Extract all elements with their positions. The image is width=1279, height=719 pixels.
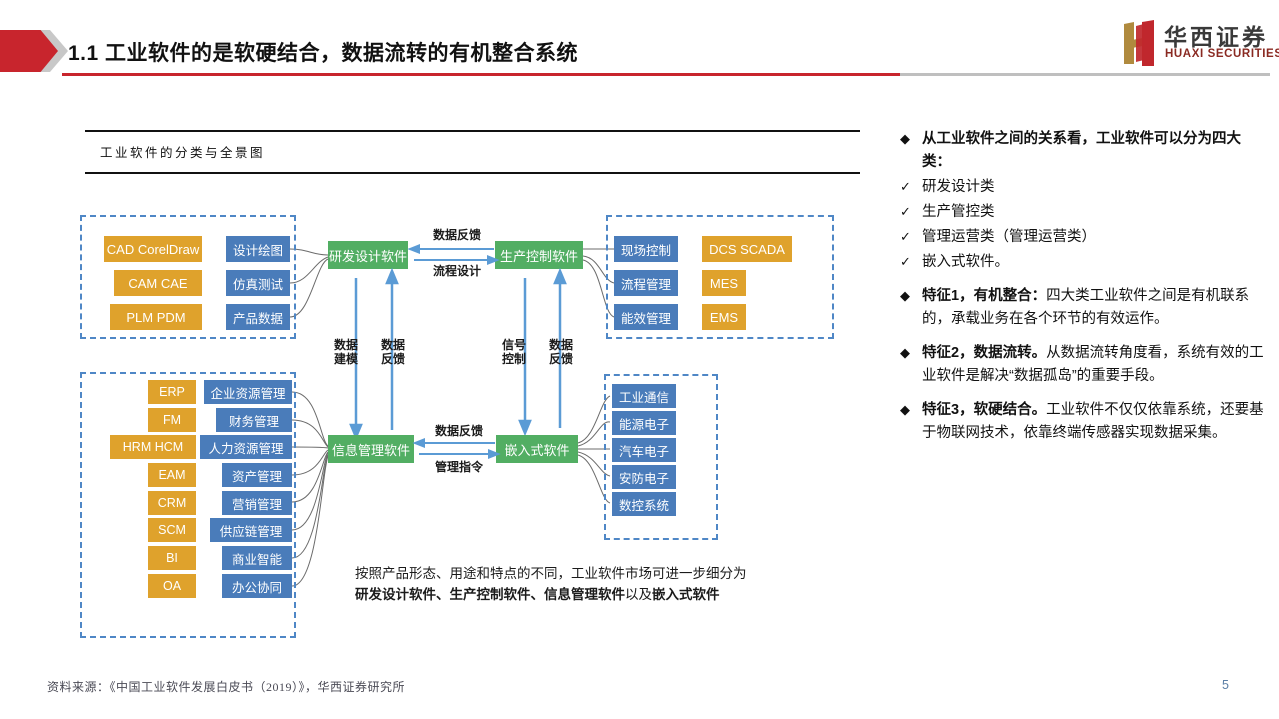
func-simulation-test: 仿真测试	[226, 270, 290, 296]
func-product-data: 产品数据	[226, 304, 290, 330]
check-icon: ✓	[900, 254, 911, 269]
func-marketing-management: 营销管理	[222, 491, 292, 515]
label-management-command: 管理指令	[434, 460, 483, 474]
panel-check-row: ✓ 生产管控类	[900, 201, 1265, 224]
func-hr-management: 人力资源管理	[200, 435, 292, 459]
tag-bi: BI	[148, 546, 196, 570]
panel-feature-2-bold: 特征2，数据流转。	[922, 345, 1047, 361]
panel-block-feature-3: ◆ 特征3，软硬结合。工业软件不仅仅依靠系统，还要基于物联网技术，依靠终端传感器…	[900, 399, 1265, 445]
func-automotive-electronics: 汽车电子	[612, 438, 676, 462]
group-rd-design-boundary	[80, 215, 296, 339]
figure-rule-bottom	[85, 172, 860, 174]
tag-mes: MES	[702, 270, 746, 296]
func-enterprise-resource-management: 企业资源管理	[204, 380, 292, 404]
tag-plm-pdm: PLM PDM	[110, 304, 202, 330]
panel-check-text: 生产管控类	[922, 204, 995, 220]
note-bold-1: 研发设计软件、生产控制软件、信息管理软件	[355, 587, 625, 602]
figure-rule-top	[85, 130, 860, 132]
note-bold-2: 嵌入式软件	[652, 587, 720, 602]
tag-scm: SCM	[148, 518, 196, 542]
panel-feature-3-rest: 工业软件不仅仅依靠系统，还要基于物联网技术，依靠终端传感器实现数据采集。	[922, 402, 1264, 441]
hub-info-management-software: 信息管理软件	[328, 435, 414, 463]
func-business-intelligence: 商业智能	[222, 546, 292, 570]
panel-block-feature-1: ◆ 特征1，有机整合：四大类工业软件之间是有机联系的，承载业务在各个环节的有效运…	[900, 285, 1265, 331]
tag-cam-cae: CAM CAE	[114, 270, 202, 296]
page-number: 5	[1222, 678, 1229, 692]
func-design-drawing: 设计绘图	[226, 236, 290, 262]
func-cnc-system: 数控系统	[612, 492, 676, 516]
source-note: 资料来源：《中国工业软件发展白皮书（2019）》，华西证券研究所	[47, 680, 406, 694]
panel-block-categories: ◆ 从工业软件之间的关系看，工业软件可以分为四大类： ✓ 研发设计类 ✓ 生产管…	[900, 128, 1265, 274]
panel-feature-3-text: 特征3，软硬结合。工业软件不仅仅依靠系统，还要基于物联网技术，依靠终端传感器实现…	[922, 399, 1265, 445]
hub-rd-design-software: 研发设计软件	[328, 241, 408, 269]
group-info-management-boundary	[80, 372, 296, 638]
diamond-bullet-icon: ◆	[900, 402, 910, 417]
func-asset-management: 资产管理	[222, 463, 292, 487]
group-embedded-boundary	[604, 374, 718, 540]
side-panel: ◆ 从工业软件之间的关系看，工业软件可以分为四大类： ✓ 研发设计类 ✓ 生产管…	[900, 128, 1265, 456]
logo-text-en: HUAXI SECURITIES	[1165, 48, 1279, 60]
func-energy-electronics: 能源电子	[612, 411, 676, 435]
panel-lead-text: 从工业软件之间的关系看，工业软件可以分为四大类：	[922, 131, 1241, 170]
brand-logo: 华西证券 HUAXI SECURITIES	[1122, 18, 1279, 70]
panel-block-feature-2: ◆ 特征2，数据流转。从数据流转角度看，系统有效的工业软件是解决“数据孤岛”的重…	[900, 342, 1265, 388]
label-process-design: 流程设计	[432, 264, 481, 278]
func-industrial-communication: 工业通信	[612, 384, 676, 408]
diamond-bullet-icon: ◆	[900, 131, 910, 146]
panel-feature-1-rest: 四大类工业软件之间是有机联系的，承载业务在各个环节的有效运作。	[922, 288, 1250, 327]
panel-feature-2-rest: 从数据流转角度看，系统有效的工业软件是解决“数据孤岛”的重要手段。	[922, 345, 1264, 384]
func-process-management: 流程管理	[614, 270, 678, 296]
label-data-modeling: 数据建模	[333, 338, 358, 366]
func-energy-efficiency-management: 能效管理	[614, 304, 678, 330]
tag-hrm-hcm: HRM HCM	[110, 435, 196, 459]
panel-feature-1-text: 特征1，有机整合：四大类工业软件之间是有机联系的，承载业务在各个环节的有效运作。	[922, 285, 1265, 331]
tag-ems: EMS	[702, 304, 746, 330]
check-icon: ✓	[900, 179, 911, 194]
note-line1: 按照产品形态、用途和特点的不同，工业软件市场可进一步细分为	[355, 566, 747, 581]
func-security-electronics: 安防电子	[612, 465, 676, 489]
func-office-collaboration: 办公协同	[222, 574, 292, 598]
note-plain-2: 以及	[625, 587, 652, 602]
hub-embedded-software: 嵌入式软件	[496, 435, 578, 463]
panel-check-row: ✓ 嵌入式软件。	[900, 251, 1265, 274]
panel-feature-3-bold: 特征3，软硬结合。	[922, 402, 1047, 418]
logo-text-cn: 华西证券	[1164, 24, 1268, 50]
check-icon: ✓	[900, 204, 911, 219]
hub-production-control-software: 生产控制软件	[495, 241, 583, 269]
check-icon: ✓	[900, 229, 911, 244]
label-data-feedback-left: 数据反馈	[380, 338, 405, 366]
huaxi-h-mark-icon	[1124, 20, 1154, 66]
panel-check-text: 管理运营类（管理运营类）	[922, 229, 1096, 245]
func-supply-chain-management: 供应链管理	[210, 518, 292, 542]
panel-check-text: 研发设计类	[922, 179, 995, 195]
func-onsite-control: 现场控制	[614, 236, 678, 262]
page-title: 1.1 工业软件的是软硬结合，数据流转的有机整合系统	[68, 42, 579, 65]
panel-check-text: 嵌入式软件。	[922, 254, 1009, 270]
diamond-bullet-icon: ◆	[900, 288, 910, 303]
tag-oa: OA	[148, 574, 196, 598]
header-rule-red	[62, 73, 900, 76]
figure-caption: 工业软件的分类与全景图	[100, 146, 266, 160]
tag-dcs-scada: DCS SCADA	[702, 236, 792, 262]
panel-lead-row: ◆ 从工业软件之间的关系看，工业软件可以分为四大类：	[900, 128, 1265, 174]
tag-fm: FM	[148, 408, 196, 432]
label-data-feedback-bottom: 数据反馈	[434, 424, 483, 438]
label-data-feedback-top: 数据反馈	[432, 228, 481, 242]
panel-check-row: ✓ 研发设计类	[900, 176, 1265, 199]
figure-note: 按照产品形态、用途和特点的不同，工业软件市场可进一步细分为 研发设计软件、生产控…	[355, 563, 875, 605]
group-production-control-boundary	[606, 215, 834, 339]
tag-erp: ERP	[148, 380, 196, 404]
func-financial-management: 财务管理	[216, 408, 292, 432]
panel-check-row: ✓ 管理运营类（管理运营类）	[900, 226, 1265, 249]
tag-cad-coreldraw: CAD CorelDraw	[104, 236, 202, 262]
panel-feature-1-bold: 特征1，有机整合：	[922, 288, 1047, 304]
diamond-bullet-icon: ◆	[900, 345, 910, 360]
tag-eam: EAM	[148, 463, 196, 487]
label-data-feedback-right: 数据反馈	[548, 338, 573, 366]
label-signal-control: 信号控制	[501, 338, 526, 366]
panel-feature-2-text: 特征2，数据流转。从数据流转角度看，系统有效的工业软件是解决“数据孤岛”的重要手…	[922, 342, 1265, 388]
tag-crm: CRM	[148, 491, 196, 515]
